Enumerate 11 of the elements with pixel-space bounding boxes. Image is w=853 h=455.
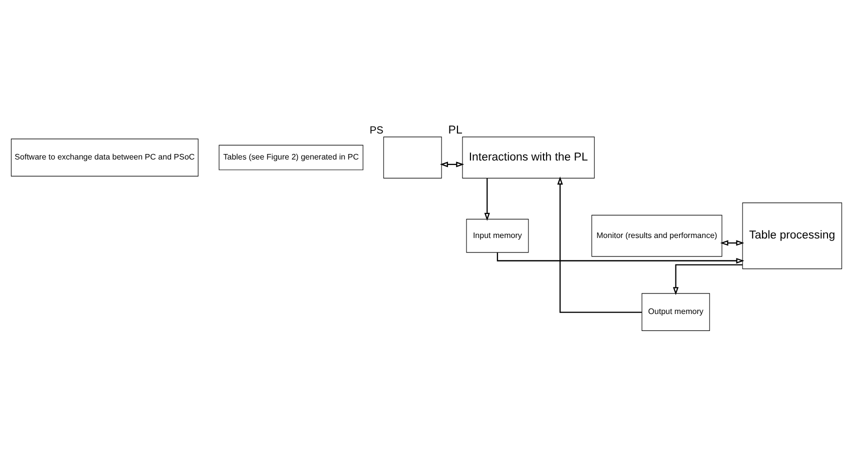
arrow [496, 252, 744, 264]
arrow [557, 176, 642, 313]
node-label: PS [370, 126, 384, 137]
node-box: Interactions with the PL [462, 136, 595, 178]
node-box: Table processing [742, 202, 842, 270]
arrow [484, 178, 490, 221]
node-label: PL [448, 124, 462, 136]
arrow [440, 162, 464, 168]
node-box [383, 136, 442, 178]
arrow [720, 240, 744, 246]
arrow [672, 264, 742, 296]
